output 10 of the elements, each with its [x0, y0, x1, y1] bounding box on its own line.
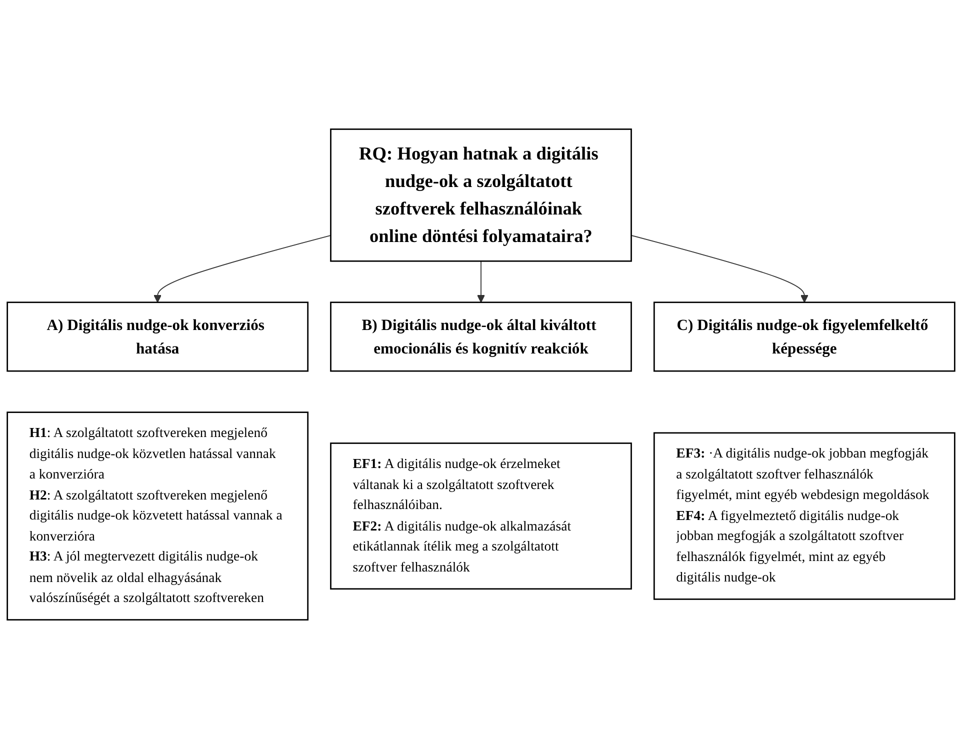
node-box: H1: A szolgáltatott szoftvereken megjelenő digitális nudge-ok közvetlen hatással vannak a konverzióra H2: A szolgáltatott szoftvereken megjelenő digitális nudge-ok közvetett hatással vannak a konverzióra H3: A jól megtervezett digitális nudge-ok nem növelik az oldal elhagyásának valószínűségét a szolgáltatott szoftvereken [6, 412, 309, 620]
node-box: C) Digitális nudge-ok figyelemfelkeltő képessége [653, 302, 956, 372]
arrow [154, 234, 332, 303]
arrow [476, 260, 486, 303]
node-box: A) Digitális nudge-ok konverziós hatása [6, 302, 309, 372]
node-box: B) Digitális nudge-ok által kiváltott emocionális és kognitív reakciók [330, 302, 632, 372]
node-box: RQ: Hogyan hatnak a digitális nudge-ok a szolgáltatott szoftverek felhasználóinak online döntési folyamataira? [330, 128, 632, 262]
arrow [630, 234, 808, 303]
node-box: EF3: ·A digitális nudge-ok jobban megfogják a szolgáltatott szoftver felhasználók figyelmét, mint egyéb webdesign megoldások EF4: A figyelmeztető digitális nudge-ok jobban megfogják a szolgáltatott szoftver felhasználók figyelmét, mint az egyéb digitális nudge-ok [653, 432, 956, 600]
node-box: EF1: A digitális nudge-ok érzelmeket váltanak ki a szolgáltatott szoftverek felhasználóiban. EF2: A digitális nudge-ok alkalmazását etikátlannak ítélik meg a szolgáltatott szoftver felhasználók [330, 442, 632, 590]
